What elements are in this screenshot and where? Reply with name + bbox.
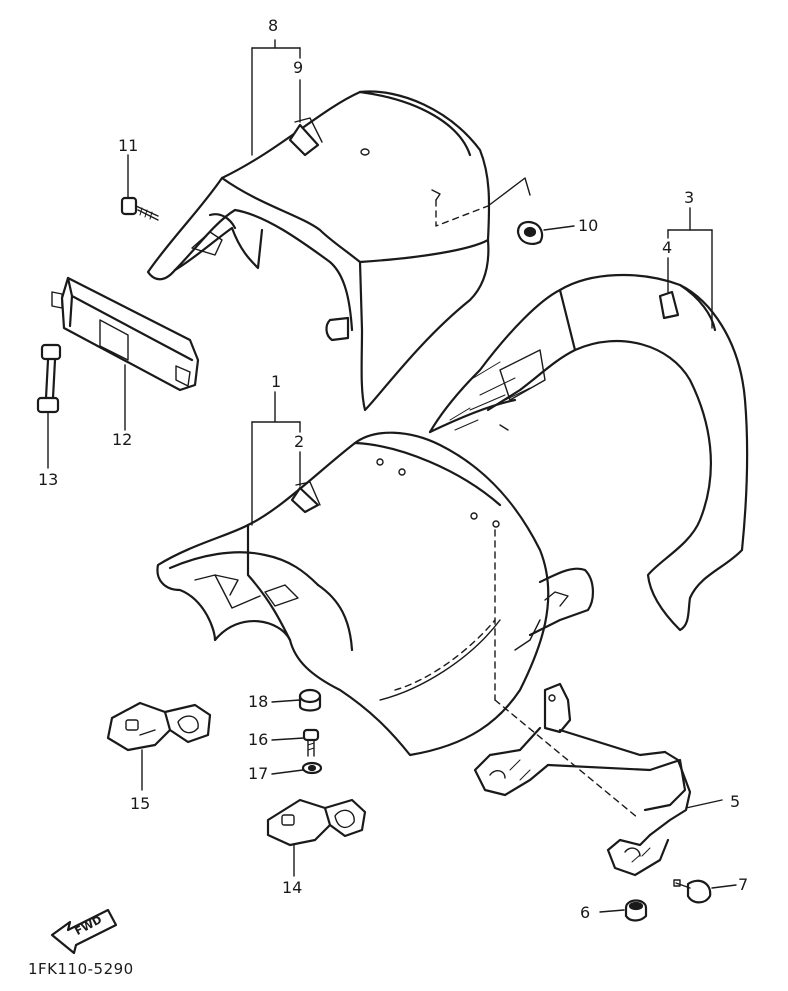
forward-arrow-icon (50, 908, 118, 955)
seat-frame-part-5 (473, 682, 692, 877)
callout-13: 13 (38, 470, 59, 489)
callout-17: 17 (248, 764, 269, 783)
callout-10: 10 (578, 216, 599, 235)
callout-1: 1 (271, 372, 282, 391)
bolt-part-16 (302, 728, 320, 757)
bolt-part-11 (120, 196, 159, 221)
callout-16: 16 (248, 730, 269, 749)
latch-part-15 (106, 701, 212, 752)
drawing-code: 1FK110-5290 (28, 960, 134, 978)
callout-15: 15 (130, 794, 151, 813)
leader-lines (47, 39, 737, 913)
bracket-part-12 (51, 276, 200, 392)
main-seat-part-1 (156, 431, 594, 757)
callout-7: 7 (738, 875, 749, 894)
callout-2: 2 (294, 432, 305, 451)
cap-part-18 (298, 688, 322, 712)
callout-11: 11 (118, 136, 139, 155)
callout-12: 12 (112, 430, 133, 449)
grommet-part-6 (624, 899, 648, 922)
callout-6: 6 (580, 903, 591, 922)
callout-14: 14 (282, 878, 303, 897)
callout-8: 8 (268, 16, 279, 35)
alignment-line-frame (494, 699, 639, 819)
rear-fender-part-3 (428, 273, 749, 632)
callout-18: 18 (248, 692, 269, 711)
strap-part-13 (36, 343, 62, 414)
callout-4: 4 (662, 238, 673, 257)
callout-5: 5 (730, 792, 741, 811)
callout-9: 9 (293, 58, 304, 77)
nut-part-10 (516, 221, 544, 245)
rear-seat-part-8 (146, 90, 531, 412)
knob-part-7 (673, 879, 712, 904)
callout-3: 3 (684, 188, 695, 207)
latch-part-14 (266, 798, 367, 847)
washer-part-17 (301, 761, 323, 775)
